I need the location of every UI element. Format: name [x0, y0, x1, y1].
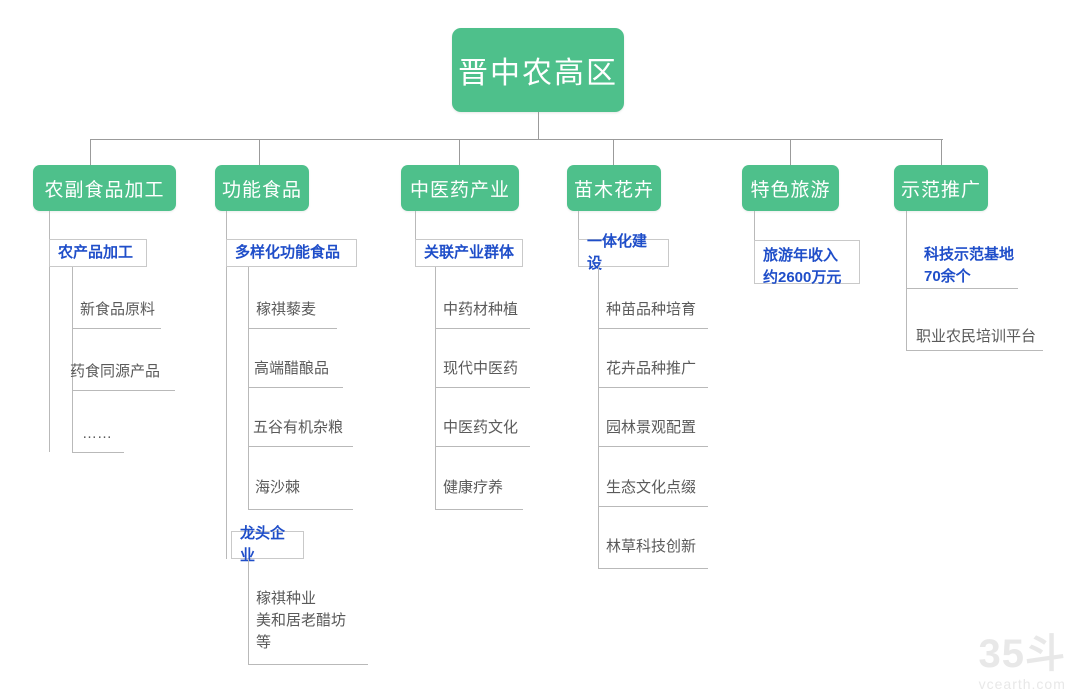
leaf-underline — [435, 446, 530, 447]
connector-group-2-2-spine — [248, 559, 249, 664]
connector-drop-5 — [790, 139, 791, 165]
connector-group-3-1-spine — [435, 267, 436, 509]
leaf-underline — [248, 664, 368, 665]
group-node-1-1[interactable]: 农产品加工 — [49, 239, 147, 267]
leaf-item[interactable]: 新食品原料 — [80, 301, 156, 318]
leaf-underline — [435, 387, 530, 388]
leaf-item[interactable]: 职业农民培训平台 — [916, 328, 1037, 345]
connector-branch-2-spine — [226, 211, 227, 559]
leaf-underline — [248, 509, 353, 510]
branch-node-3[interactable]: 中医药产业 — [401, 165, 519, 211]
leaf-item[interactable]: 林草科技创新 — [606, 538, 697, 555]
connector-drop-2 — [259, 139, 260, 165]
leaf-item[interactable]: 稼祺种业美和居老醋坊等 — [256, 590, 347, 651]
branch-node-2[interactable]: 功能食品 — [215, 165, 309, 211]
leaf-underline — [248, 446, 353, 447]
leaf-item[interactable]: 生态文化点缀 — [606, 479, 697, 496]
leaf-underline — [598, 568, 708, 569]
root-node[interactable]: 晋中农高区 — [452, 28, 624, 112]
group-node-3-1[interactable]: 关联产业群体 — [415, 239, 523, 267]
branch-node-1[interactable]: 农副食品加工 — [33, 165, 176, 211]
branch-node-5[interactable]: 特色旅游 — [742, 165, 839, 211]
connector-group-1-1-spine — [72, 267, 73, 452]
leaf-underline — [598, 506, 708, 507]
group-node-2-1[interactable]: 多样化功能食品 — [226, 239, 357, 267]
leaf-underline — [598, 387, 708, 388]
leaf-item[interactable]: 稼祺藜麦 — [256, 301, 317, 318]
leaf-underline — [598, 446, 708, 447]
leaf-underline — [248, 387, 343, 388]
leaf-underline — [248, 328, 337, 329]
watermark: 35斗 vcearth.com — [979, 634, 1067, 692]
leaf-item[interactable]: 中药材种植 — [443, 301, 519, 318]
connector-branch-1-spine — [49, 211, 50, 452]
leaf-item[interactable]: …… — [82, 425, 112, 442]
connector-group-4-1-spine — [598, 267, 599, 568]
leaf-underline — [435, 328, 530, 329]
group-node-2-2[interactable]: 龙头企业 — [231, 525, 304, 564]
leaf-underline — [72, 390, 175, 391]
connector-drop-6 — [941, 139, 942, 165]
connector-drop-3 — [459, 139, 460, 165]
leaf-underline — [72, 328, 161, 329]
leaf-item[interactable]: 高端醋酿品 — [254, 360, 330, 377]
leaf-underline — [435, 509, 523, 510]
leaf-item[interactable]: 种苗品种培育 — [606, 301, 697, 318]
leaf-item[interactable]: 健康疗养 — [443, 479, 504, 496]
leaf-item[interactable]: 中医药文化 — [443, 419, 519, 436]
watermark-logo: 35斗 — [978, 632, 1066, 676]
leaf-item[interactable]: 花卉品种推广 — [606, 360, 697, 377]
group-node-4-1[interactable]: 一体化建设 — [578, 233, 669, 272]
leaf-underline — [72, 452, 124, 453]
branch-node-6[interactable]: 示范推广 — [894, 165, 988, 211]
leaf-item[interactable]: 园林景观配置 — [606, 419, 697, 436]
leaf-underline — [906, 350, 1043, 351]
connector-drop-1 — [90, 139, 91, 165]
leaf-item[interactable]: 药食同源产品 — [70, 363, 161, 380]
connector-root-bus — [90, 139, 943, 140]
leaf-underline — [598, 328, 708, 329]
group-node-6-1-underline — [906, 288, 1018, 289]
connector-group-2-1-spine — [248, 267, 249, 509]
branch-node-4[interactable]: 苗木花卉 — [567, 165, 661, 211]
leaf-item[interactable]: 五谷有机杂粮 — [253, 419, 344, 436]
group-node-5-1[interactable]: 旅游年收入约2600万元 — [754, 240, 860, 286]
connector-drop-4 — [613, 139, 614, 165]
connector-branch-6-spine — [906, 211, 907, 350]
watermark-url: vcearth.com — [978, 676, 1066, 692]
connector-root-stem — [538, 112, 539, 139]
leaf-item[interactable]: 海沙棘 — [255, 479, 301, 496]
leaf-item[interactable]: 现代中医药 — [443, 360, 519, 377]
